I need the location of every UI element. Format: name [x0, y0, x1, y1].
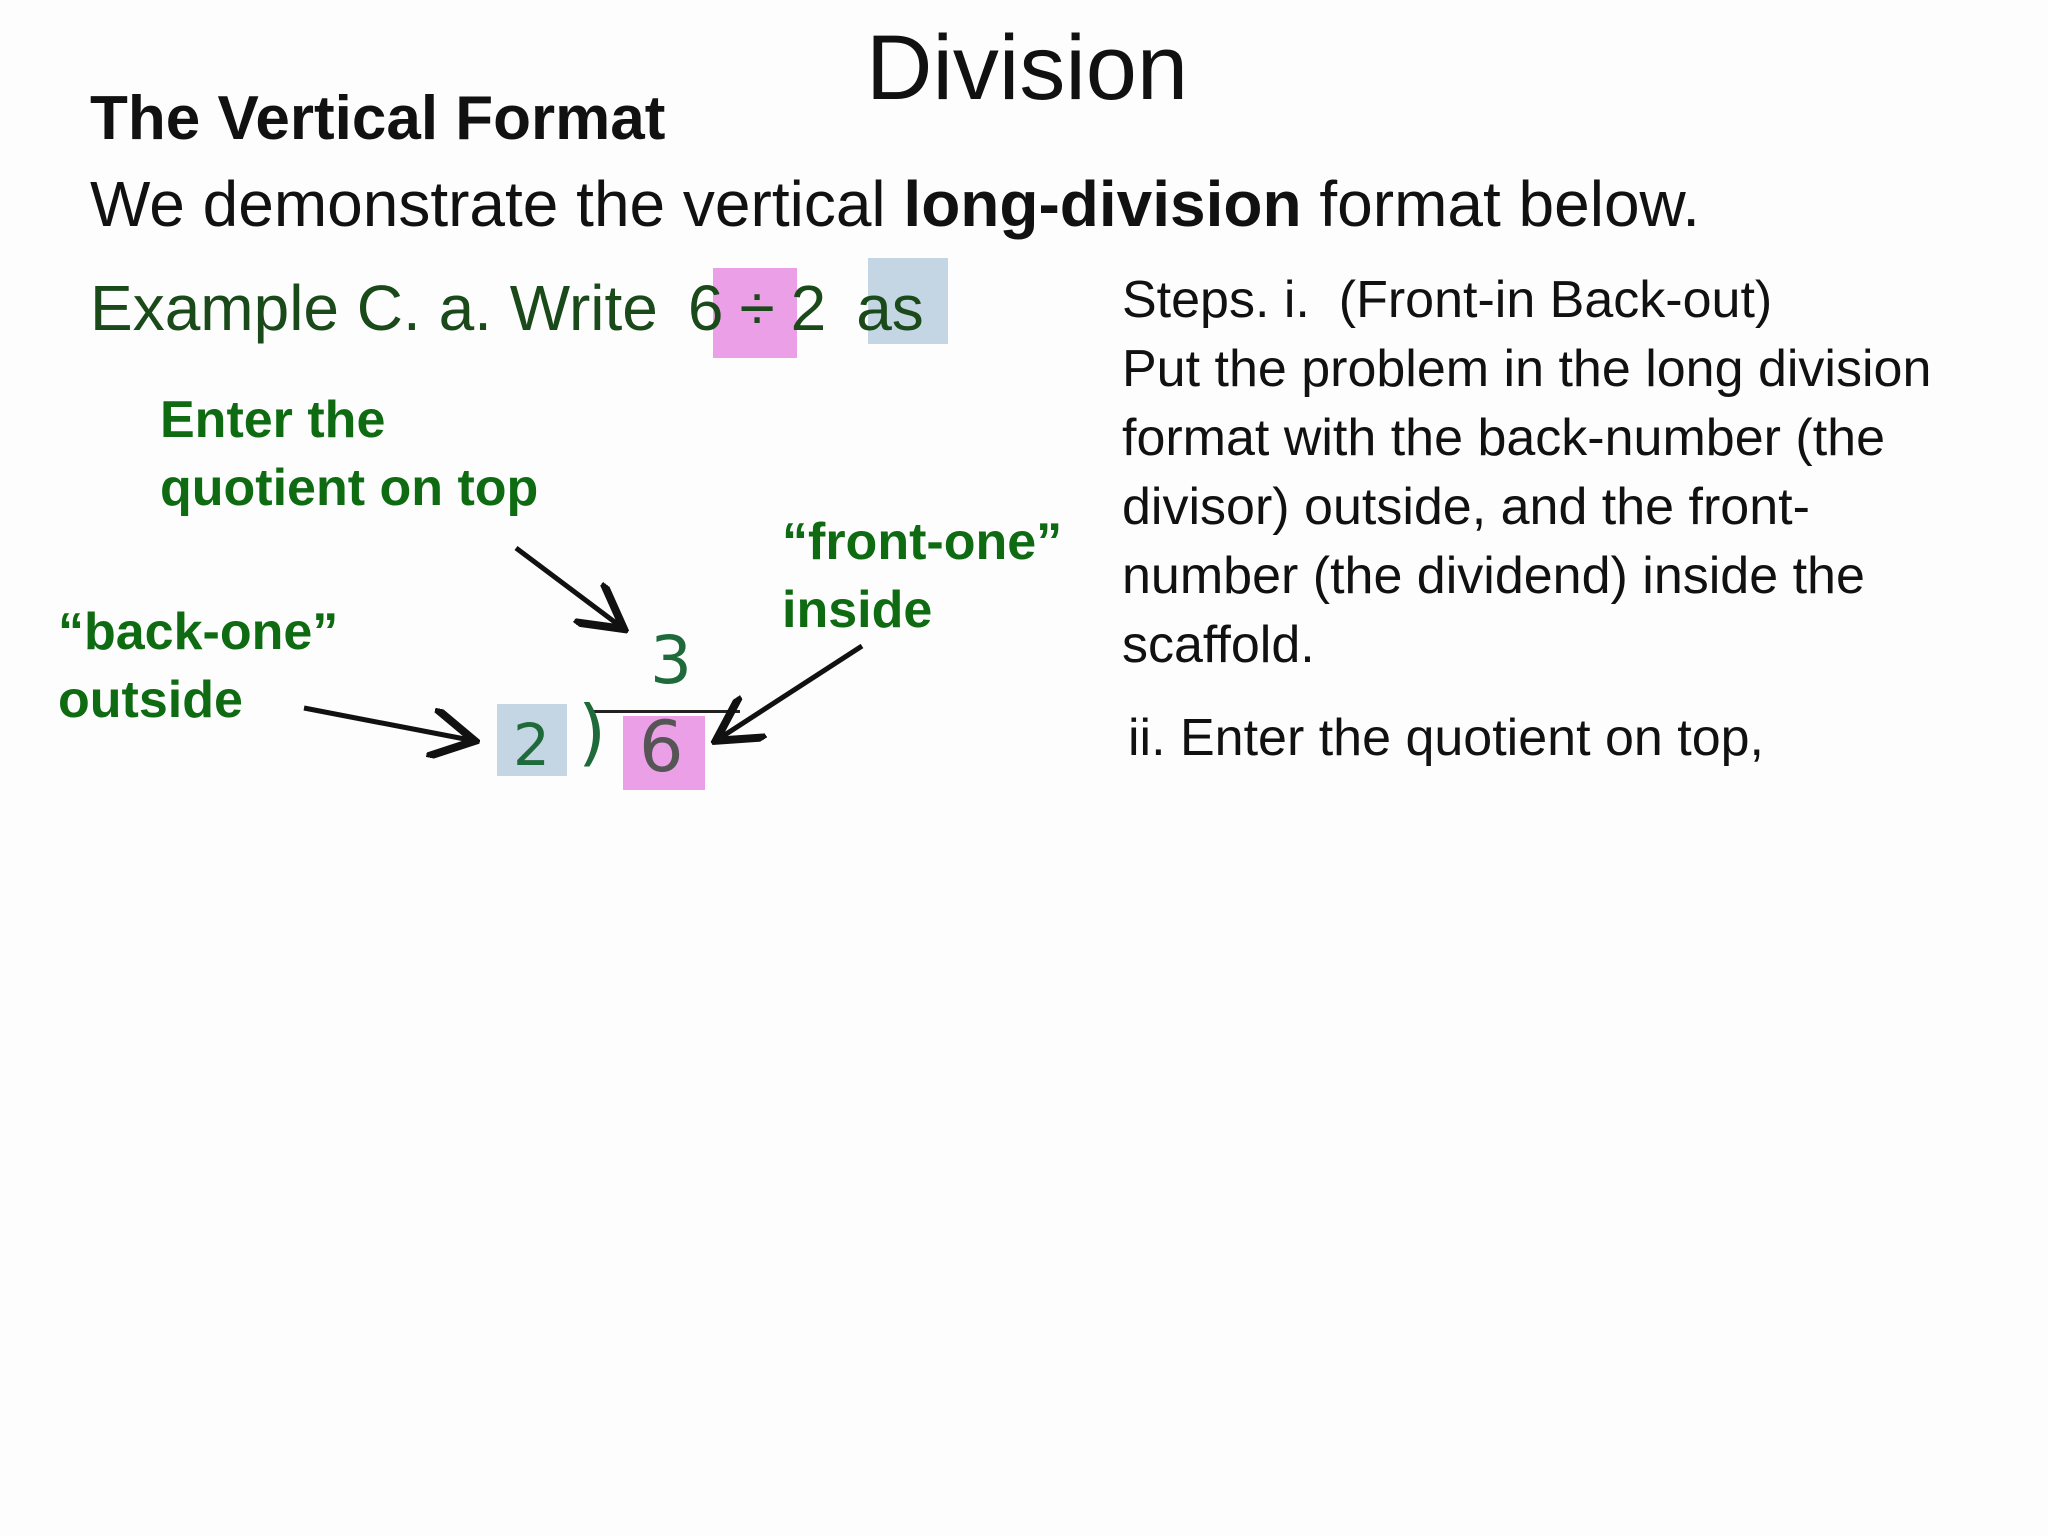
example-operator: ÷: [739, 272, 775, 344]
steps-step-one: Steps. i. (Front-in Back-out) Put the pr…: [1122, 271, 1932, 674]
scaffold-divisor: 2: [513, 711, 550, 779]
slide-title: Division: [866, 17, 1189, 119]
callout-back-one-outside: “back-one” outside: [58, 603, 339, 729]
callout-quotient-on-top: Enter the quotient on top: [160, 391, 539, 517]
arrow-back: [303, 705, 470, 740]
division-bar: [592, 710, 740, 713]
callout-front-one-inside: “front-one” inside: [782, 513, 1063, 639]
example-prefix: Example C. a. Write: [90, 272, 658, 344]
dividend-highlight: [713, 268, 797, 358]
scaffold-paren: ): [578, 690, 607, 774]
intro-text-before: We demonstrate the vertical: [90, 168, 904, 240]
intro-text-bold: long-division: [903, 168, 1302, 240]
divisor-highlight: [868, 258, 948, 344]
scaffold-dividend-highlight: [623, 716, 705, 790]
example-dividend: 6: [687, 272, 724, 344]
scaffold-divisor-highlight: [497, 704, 567, 776]
arrow-front: [720, 643, 864, 738]
scaffold-dividend: 6: [639, 706, 684, 788]
intro-sentence: We demonstrate the vertical long-divisio…: [90, 172, 1700, 236]
example-divisor: 2: [790, 272, 827, 344]
example-suffix: as: [856, 272, 924, 344]
scaffold-quotient: 3: [650, 622, 692, 699]
steps-step-two: ii. Enter the quotient on top,: [1128, 709, 1764, 767]
arrow-quotient: [514, 546, 620, 626]
section-heading: The Vertical Format: [90, 84, 666, 153]
intro-text-after: format below.: [1301, 168, 1700, 240]
